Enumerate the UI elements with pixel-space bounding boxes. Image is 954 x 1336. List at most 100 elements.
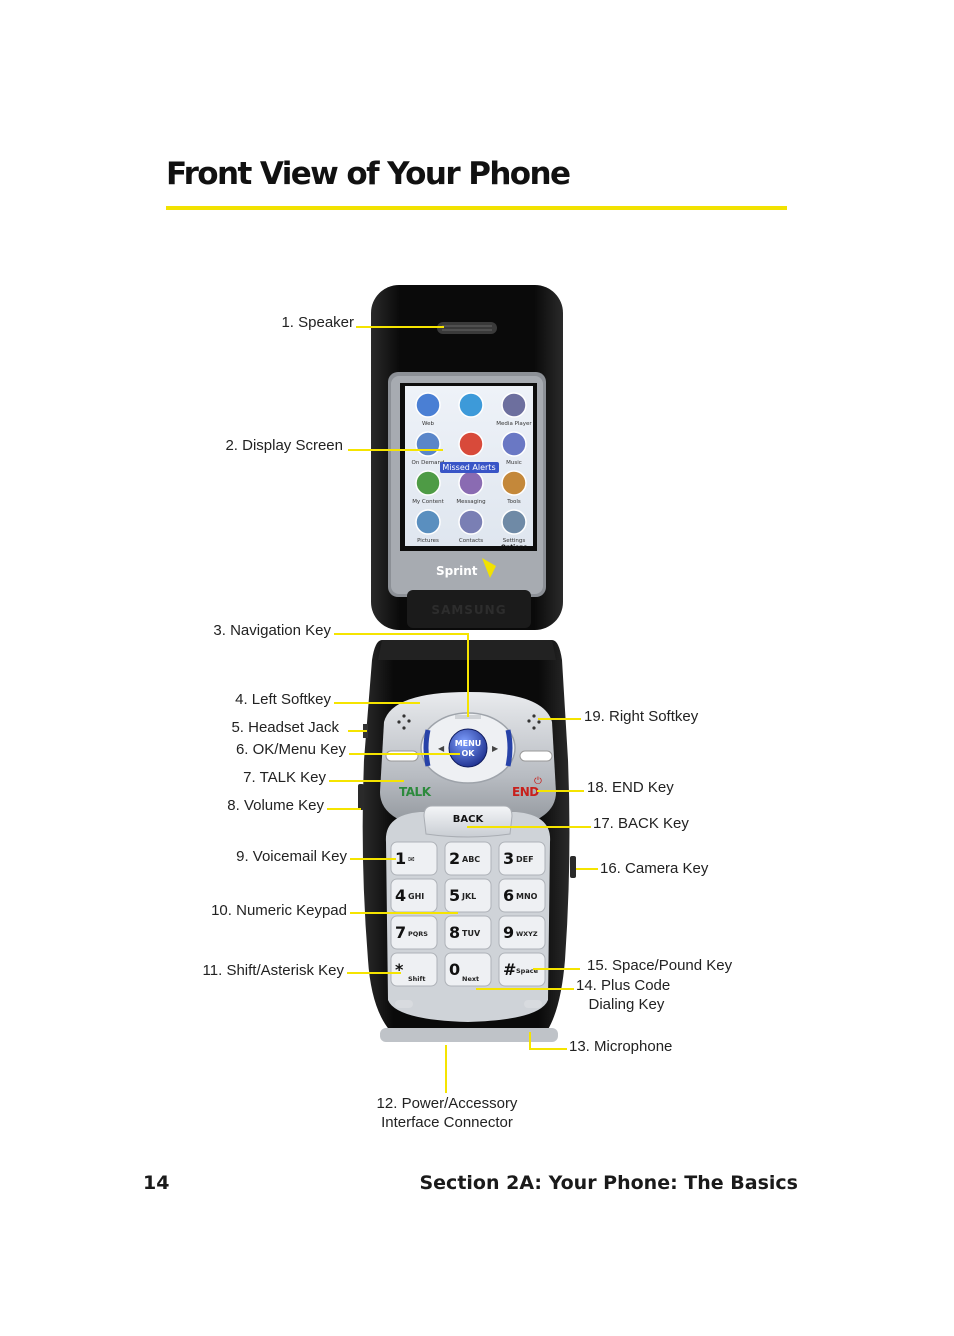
- callout-navigation-key: 3. Navigation Key: [213, 622, 331, 639]
- callout-microphone: 13. Microphone: [569, 1038, 673, 1055]
- gear-icon: [501, 509, 527, 535]
- svg-text:MENU: MENU: [455, 739, 482, 748]
- leader-speaker: [356, 326, 444, 328]
- keypad-key: [390, 952, 438, 987]
- top-flip: Sprint SAMSUNG: [371, 285, 563, 630]
- callout-plus-code-dialing-key: 14. Plus Code Dialing Key: [576, 977, 671, 1013]
- leader-display: [348, 449, 443, 451]
- film-icon: [501, 392, 527, 418]
- maker-logo: SAMSUNG: [431, 603, 506, 617]
- leader-plus-code: [476, 988, 574, 990]
- leader-microphone-v: [529, 1032, 531, 1049]
- callout-right-softkey: 19. Right Softkey: [584, 708, 699, 725]
- screen-icon-label: Messaging: [456, 499, 485, 505]
- keypad-letters: ✉: [408, 855, 415, 864]
- keypad-digit: 9: [503, 923, 514, 942]
- callout-space-pound-key: 15. Space/Pound Key: [587, 957, 733, 974]
- screen-icon-label: Media Player: [496, 421, 532, 427]
- screen-icon-label: Settings: [503, 538, 526, 544]
- leader-talk: [329, 780, 404, 782]
- keypad-key: [498, 915, 546, 950]
- svg-text:Missed Alerts: Missed Alerts: [442, 463, 495, 472]
- keypad-digit: 5: [449, 886, 460, 905]
- music-note-icon: [501, 431, 527, 457]
- globe-icon: [415, 392, 441, 418]
- keypad-letters: ABC: [462, 855, 480, 864]
- screen-softkey-options: Options: [501, 544, 528, 551]
- leader-navigation-h: [334, 633, 468, 635]
- power-icon: ⏻: [534, 776, 542, 787]
- keypad-digit: 8: [449, 923, 460, 942]
- keypad-letters: Shift: [408, 975, 425, 983]
- leader-connector: [445, 1045, 447, 1093]
- keypad-digit: 1: [395, 849, 406, 868]
- right-softkey: [519, 750, 553, 762]
- screen-icon-label: On Demand: [412, 460, 445, 466]
- keypad-key: [444, 952, 492, 987]
- callout-numeric-keypad: 10. Numeric Keypad: [211, 902, 347, 919]
- leader-back: [467, 826, 591, 828]
- speaker-grille: [437, 322, 497, 334]
- keypad-digit: #: [503, 960, 516, 979]
- keypad-key: [498, 841, 546, 876]
- callout-talk-key: 7. TALK Key: [243, 769, 326, 786]
- keypad-digit: *: [395, 960, 404, 979]
- volume-key: [358, 784, 364, 810]
- svg-text:BACK: BACK: [453, 814, 485, 825]
- keypad-letters: JKL: [461, 892, 476, 901]
- leader-shift: [347, 972, 401, 974]
- svg-text:OK: OK: [462, 749, 476, 758]
- callout-camera-key: 16. Camera Key: [600, 860, 709, 877]
- leader-right-softkey: [538, 718, 581, 720]
- brand-logo: Sprint: [436, 564, 478, 578]
- keypad-letters: GHI: [408, 892, 424, 901]
- camera-icon: [415, 509, 441, 535]
- page-number: 14: [143, 1172, 170, 1194]
- keypad-digit: 4: [395, 886, 406, 905]
- leader-numeric: [350, 912, 458, 914]
- callout-back-key: 17. BACK Key: [593, 815, 689, 832]
- leader-microphone-h: [529, 1048, 567, 1050]
- callout-end-key: 18. END Key: [587, 779, 674, 796]
- keypad-letters: PQRS: [408, 930, 428, 938]
- callout-voicemail-key: 9. Voicemail Key: [236, 848, 347, 865]
- leader-left-softkey: [334, 702, 420, 704]
- talk-key: TALK: [399, 785, 432, 799]
- download-icon: [415, 470, 441, 496]
- keypad-digit: 3: [503, 849, 514, 868]
- callout-ok-menu-key: 6. OK/Menu Key: [235, 741, 346, 758]
- callout-volume-key: 8. Volume Key: [227, 797, 324, 814]
- keypad-key: [390, 915, 438, 950]
- keypad-letters: DEF: [516, 855, 534, 864]
- screen-icon-label: Tools: [506, 499, 521, 505]
- keypad-key: [498, 878, 546, 913]
- envelope-icon: [458, 470, 484, 496]
- screen-icon-label: Music: [506, 460, 522, 466]
- leader-headset: [348, 730, 367, 732]
- keypad-letters: MNO: [516, 892, 538, 901]
- keypad-digit: 6: [503, 886, 514, 905]
- keypad-letters: TUV: [462, 929, 481, 938]
- screen-icon-label: Contacts: [459, 538, 483, 544]
- keypad-digit: 0: [449, 960, 460, 979]
- callout-power-accessory-connector: 12. Power/Accessory Interface Connector: [376, 1095, 518, 1131]
- screen-icon-label: Pictures: [417, 538, 439, 544]
- keypad-letters: Space: [516, 967, 539, 975]
- keypad-letters: WXYZ: [516, 930, 538, 938]
- callout-shift-asterisk-key: 11. Shift/Asterisk Key: [202, 962, 344, 979]
- leader-space-pound: [533, 968, 580, 970]
- screen-icon-label: My Content: [412, 499, 444, 505]
- svg-text:▶: ▶: [492, 744, 499, 753]
- leader-ok-menu: [349, 753, 460, 755]
- leader-volume: [327, 808, 361, 810]
- clock-icon: [501, 470, 527, 496]
- section-title: Section 2A: Your Phone: The Basics: [419, 1172, 798, 1194]
- screen-icon-grid: Web Media Player On Demand Music My Content M…: [412, 392, 532, 544]
- back-key: [423, 805, 513, 838]
- screen-icon-label: Web: [422, 421, 434, 427]
- leader-end: [537, 790, 584, 792]
- contacts-icon: [458, 509, 484, 535]
- leader-camera: [576, 868, 598, 870]
- svg-text:◀: ◀: [438, 744, 445, 753]
